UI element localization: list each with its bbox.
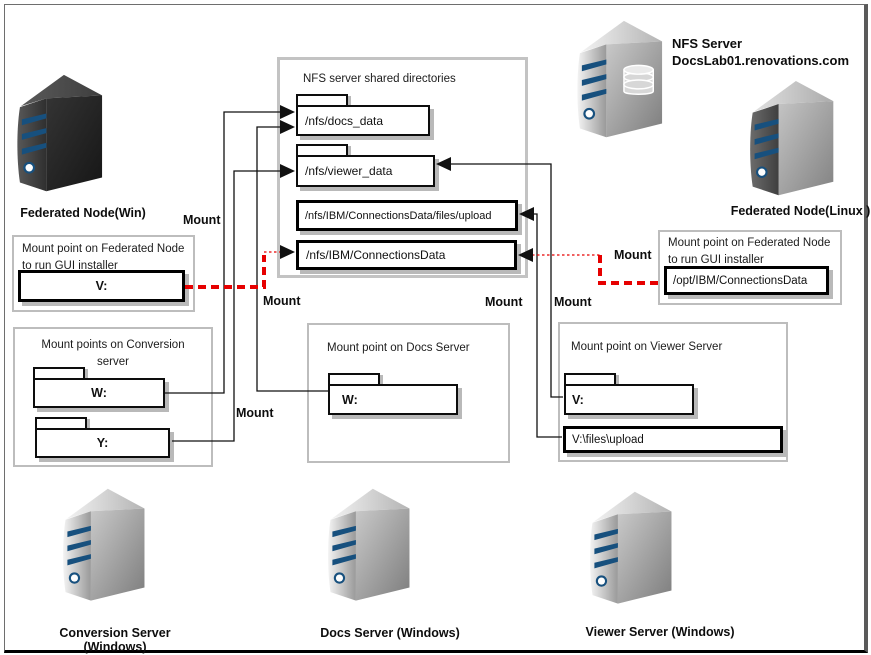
fed-linux-mount-path-box: /opt/IBM/ConnectionsData bbox=[664, 266, 829, 295]
nfs-server-label-line1: NFS Server bbox=[672, 36, 743, 51]
viewer-v-folder: V: bbox=[564, 373, 694, 415]
conversion-mount-title-line2: server bbox=[97, 355, 129, 368]
mount-label-viewer: Mount bbox=[554, 295, 592, 309]
viewer-server-label: Viewer Server (Windows) bbox=[585, 625, 735, 639]
nfs-server-label: NFS Server DocsLab01.renovations.com bbox=[672, 36, 849, 70]
nfs-server-icon bbox=[572, 16, 670, 148]
conversion-server-label: Conversion Server (Windows) bbox=[59, 626, 171, 654]
federated-linux-label: Federated Node(Linux ) bbox=[730, 204, 871, 218]
fed-win-mount-title-line1: Mount point on Federated Node bbox=[22, 243, 185, 255]
nfs-files-upload-share-box: /nfs/IBM/ConnectionsData/files/upload bbox=[296, 200, 518, 231]
docs-mount-title: Mount point on Docs Server bbox=[327, 342, 470, 354]
conversion-w-drive: W: bbox=[91, 386, 107, 400]
conversion-mount-title: Mount points on Conversion server bbox=[15, 337, 211, 370]
conversion-mount-title-line1: Mount points on Conversion bbox=[41, 339, 185, 351]
viewer-upload-path: V:\files\upload bbox=[572, 433, 644, 446]
fed-win-drive-box: V: bbox=[18, 270, 185, 302]
conversion-y-folder-body: Y: bbox=[35, 428, 170, 458]
nfs-docs-data-path: /nfs/docs_data bbox=[305, 113, 384, 128]
docs-mount-panel: Mount point on Docs Server W: bbox=[307, 323, 510, 463]
federated-win-server-icon bbox=[12, 70, 110, 202]
fed-win-mount-panel: Mount point on Federated Node to run GUI… bbox=[12, 235, 195, 312]
fed-linux-mount-path: /opt/IBM/ConnectionsData bbox=[673, 274, 808, 287]
viewer-server-icon bbox=[585, 487, 679, 614]
docs-server-label: Docs Server (Windows) bbox=[320, 626, 460, 640]
fed-linux-mount-title: Mount point on Federated Node to run GUI… bbox=[668, 235, 830, 268]
nfs-server-label-line2: DocsLab01.renovations.com bbox=[672, 52, 849, 68]
conversion-server-icon bbox=[58, 484, 152, 611]
mount-label-docs: Mount bbox=[236, 406, 274, 420]
nfs-docs-data-folder-body: /nfs/docs_data bbox=[296, 105, 430, 136]
docs-w-folder: W: bbox=[328, 373, 458, 415]
fed-win-drive: V: bbox=[95, 279, 108, 293]
docs-w-drive: W: bbox=[342, 392, 358, 407]
conversion-mount-panel: Mount points on Conversion server W: Y: bbox=[13, 327, 213, 467]
nfs-panel-title: NFS server shared directories bbox=[303, 73, 456, 85]
federated-linux-server-icon bbox=[745, 76, 841, 206]
diagram-frame bbox=[4, 4, 868, 653]
docs-server-icon bbox=[323, 484, 417, 611]
nfs-files-upload-path: /nfs/IBM/ConnectionsData/files/upload bbox=[305, 209, 492, 222]
viewer-v-drive: V: bbox=[572, 392, 584, 407]
mount-label-fed-linux: Mount bbox=[614, 248, 652, 262]
nfs-shared-directories-panel: NFS server shared directories /nfs/docs_… bbox=[277, 57, 528, 278]
nfs-viewer-data-folder-body: /nfs/viewer_data bbox=[296, 155, 435, 187]
conversion-y-folder: Y: bbox=[35, 417, 170, 458]
mount-label-connectionsdata-left: Mount bbox=[263, 294, 301, 308]
nfs-connectionsdata-share-box: /nfs/IBM/ConnectionsData bbox=[296, 240, 517, 270]
conversion-w-folder: W: bbox=[33, 367, 165, 408]
viewer-mount-panel: Mount point on Viewer Server V: V:\files… bbox=[558, 322, 788, 462]
viewer-upload-path-box: V:\files\upload bbox=[563, 426, 783, 453]
mount-label-fed-win: Mount bbox=[183, 213, 221, 227]
fed-win-mount-title: Mount point on Federated Node to run GUI… bbox=[22, 241, 184, 274]
fed-linux-mount-title-line2: to run GUI installer bbox=[668, 253, 764, 266]
conversion-w-folder-body: W: bbox=[33, 378, 165, 408]
federated-win-label: Federated Node(Win) bbox=[20, 206, 146, 220]
conversion-y-drive: Y: bbox=[96, 436, 109, 450]
nfs-docs-data-folder: /nfs/docs_data bbox=[296, 94, 430, 136]
mount-label-upload: Mount bbox=[485, 295, 523, 309]
nfs-viewer-data-folder: /nfs/viewer_data bbox=[296, 144, 435, 187]
viewer-mount-title: Mount point on Viewer Server bbox=[571, 341, 723, 353]
fed-linux-mount-panel: Mount point on Federated Node to run GUI… bbox=[658, 230, 842, 305]
fed-win-mount-title-line2: to run GUI installer bbox=[22, 259, 118, 272]
docs-w-folder-body: W: bbox=[328, 384, 458, 415]
viewer-v-folder-body: V: bbox=[564, 384, 694, 415]
nfs-viewer-data-path: /nfs/viewer_data bbox=[305, 164, 393, 178]
nfs-connectionsdata-path: /nfs/IBM/ConnectionsData bbox=[306, 248, 446, 262]
fed-linux-mount-title-line1: Mount point on Federated Node bbox=[668, 237, 831, 249]
